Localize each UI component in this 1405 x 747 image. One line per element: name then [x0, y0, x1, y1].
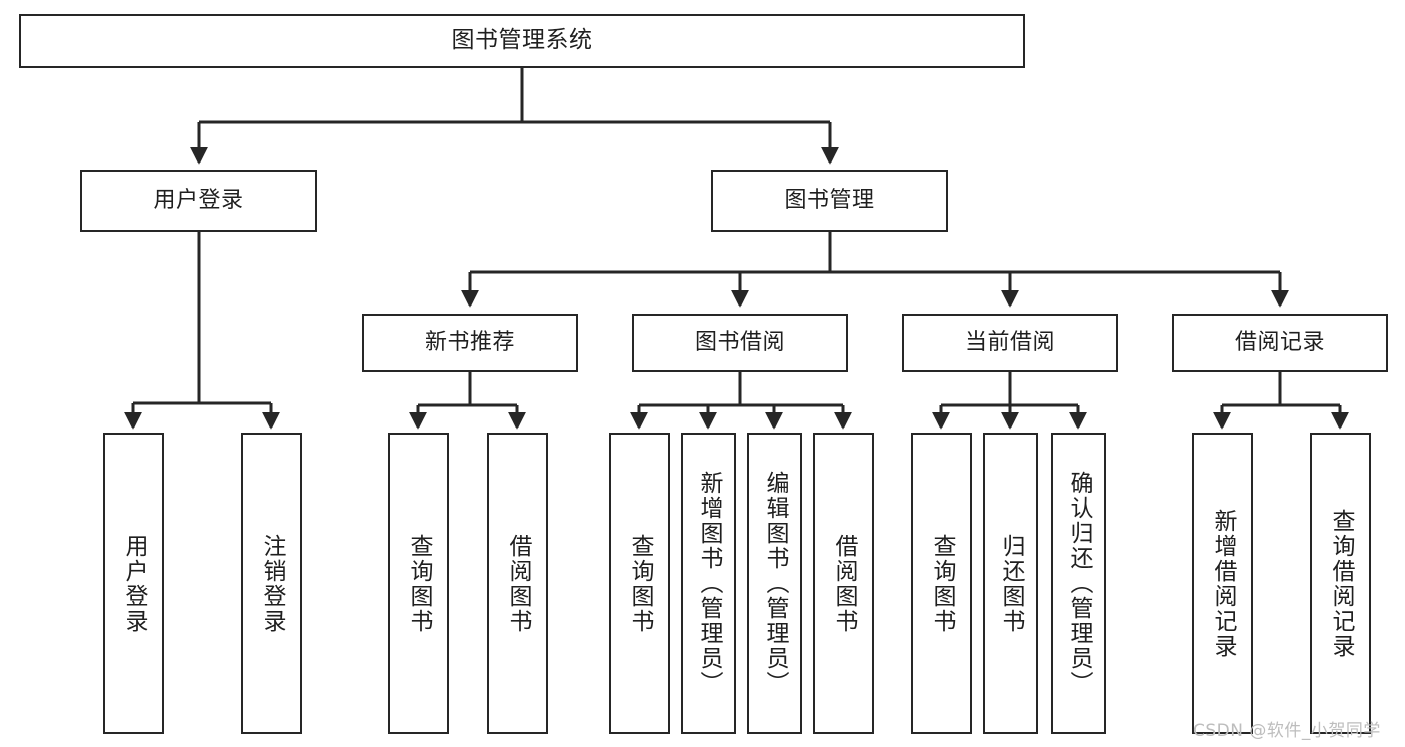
node-label: 编辑图书（管理员） — [762, 471, 788, 696]
node-leaf-query-record[interactable]: 查询借阅记录 — [1310, 433, 1371, 734]
node-label: 查询图书 — [627, 533, 653, 634]
node-current-borrow[interactable]: 当前借阅 — [902, 314, 1118, 372]
node-leaf-edit-book[interactable]: 编辑图书（管理员） — [747, 433, 802, 734]
node-label: 查询借阅记录 — [1328, 508, 1354, 659]
node-label: 借阅图书 — [505, 533, 531, 634]
node-label: 新增图书（管理员） — [696, 471, 722, 696]
node-label: 图书管理 — [784, 188, 875, 214]
node-label: 图书管理系统 — [451, 27, 593, 54]
node-label: 查询图书 — [406, 533, 432, 634]
node-book-borrow[interactable]: 图书借阅 — [632, 314, 848, 372]
node-new-book-recommend[interactable]: 新书推荐 — [362, 314, 578, 372]
node-root-system[interactable]: 图书管理系统 — [19, 14, 1025, 68]
node-label: 图书借阅 — [694, 330, 785, 356]
node-label: 新增借阅记录 — [1210, 508, 1236, 659]
node-label: 用户登录 — [121, 533, 147, 634]
node-leaf-confirm-return[interactable]: 确认归还（管理员） — [1051, 433, 1106, 734]
node-user-login[interactable]: 用户登录 — [80, 170, 317, 232]
node-leaf-borrow-book-2[interactable]: 借阅图书 — [813, 433, 874, 734]
node-label: 新书推荐 — [424, 330, 515, 356]
node-leaf-return-book[interactable]: 归还图书 — [983, 433, 1038, 734]
node-label: 当前借阅 — [964, 330, 1055, 356]
node-leaf-logout-login[interactable]: 注销登录 — [241, 433, 302, 734]
node-label: 借阅图书 — [831, 533, 857, 634]
node-label: 注销登录 — [259, 533, 285, 634]
node-leaf-query-book-1[interactable]: 查询图书 — [388, 433, 449, 734]
node-label: 归还图书 — [998, 533, 1024, 634]
node-label: 借阅记录 — [1234, 330, 1325, 356]
node-leaf-add-record[interactable]: 新增借阅记录 — [1192, 433, 1253, 734]
node-label: 用户登录 — [153, 188, 244, 214]
node-book-management[interactable]: 图书管理 — [711, 170, 948, 232]
watermark-credit: CSDN @软件_小贺同学 — [1193, 721, 1381, 741]
node-leaf-query-book-3[interactable]: 查询图书 — [911, 433, 972, 734]
node-leaf-user-login[interactable]: 用户登录 — [103, 433, 164, 734]
node-leaf-query-book-2[interactable]: 查询图书 — [609, 433, 670, 734]
node-label: 查询图书 — [929, 533, 955, 634]
node-leaf-borrow-book-1[interactable]: 借阅图书 — [487, 433, 548, 734]
node-leaf-add-book[interactable]: 新增图书（管理员） — [681, 433, 736, 734]
node-label: 确认归还（管理员） — [1066, 471, 1092, 696]
node-borrow-record[interactable]: 借阅记录 — [1172, 314, 1388, 372]
